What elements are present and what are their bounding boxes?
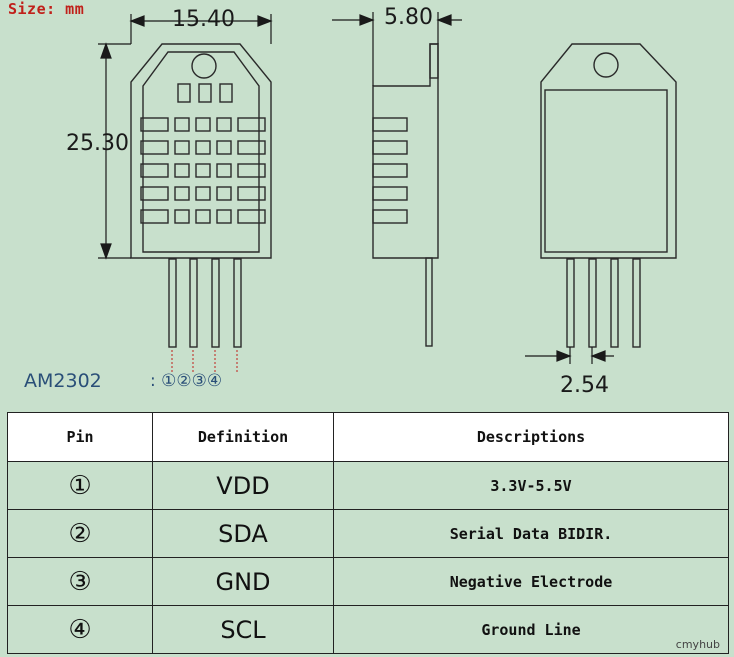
pitch-dimension: 2.54 xyxy=(560,373,609,398)
vent-slot xyxy=(216,209,232,224)
side-view xyxy=(372,43,439,347)
size-unit-label: Size: mm xyxy=(8,0,85,18)
depth-dimension: 5.80 xyxy=(384,5,433,30)
vent-slot xyxy=(195,209,211,224)
pin-description: 3.3V-5.5V xyxy=(333,461,729,510)
table-header-row: Pin Definition Descriptions xyxy=(7,412,729,462)
side-vent-slot xyxy=(372,186,408,201)
table-row: ④ SCL Ground Line xyxy=(7,605,729,654)
table-row: ① VDD 3.3V-5.5V xyxy=(7,461,729,510)
mechanical-drawing xyxy=(98,12,677,372)
vent-slot xyxy=(140,163,169,178)
side-vent-slot xyxy=(372,117,408,132)
vent-slot xyxy=(216,186,232,201)
table-row: ③ GND Negative Electrode xyxy=(7,557,729,606)
pin-description: Serial Data BIDIR. xyxy=(333,509,729,558)
vent-slot xyxy=(237,117,266,132)
vent-slot xyxy=(216,163,232,178)
width-dimension: 15.40 xyxy=(172,7,235,32)
vent-slot xyxy=(174,186,190,201)
vent-slot xyxy=(195,140,211,155)
back-view xyxy=(540,43,677,348)
vent-slot xyxy=(140,140,169,155)
vent-slot xyxy=(174,163,190,178)
side-vent-slot xyxy=(372,209,408,224)
front-view xyxy=(130,43,272,348)
pin-definition: GND xyxy=(152,557,334,606)
pin-table: Pin Definition Descriptions ① VDD 3.3V-5… xyxy=(7,412,729,654)
height-dimension: 25.30 xyxy=(66,131,129,156)
pin-number: ③ xyxy=(7,557,153,606)
side-vent-slot xyxy=(372,140,408,155)
header-descriptions: Descriptions xyxy=(333,412,729,462)
pin-number: ① xyxy=(7,461,153,510)
vent-slot xyxy=(195,186,211,201)
vent-slot xyxy=(237,209,266,224)
pin-markers xyxy=(171,350,238,372)
vent-slot xyxy=(237,186,266,201)
pin-number: ② xyxy=(7,509,153,558)
pin-sequence: : ①②③④ xyxy=(150,371,223,391)
header-definition: Definition xyxy=(152,412,334,462)
pin-definition: SDA xyxy=(152,509,334,558)
vent-slot xyxy=(216,117,232,132)
header-pin: Pin xyxy=(7,412,153,462)
table-row: ② SDA Serial Data BIDIR. xyxy=(7,509,729,558)
vent-slot xyxy=(195,117,211,132)
vent-slot xyxy=(237,140,266,155)
vent-slot xyxy=(174,140,190,155)
pin-definition: SCL xyxy=(152,605,334,654)
vent-slot xyxy=(140,209,169,224)
vent-slot xyxy=(195,163,211,178)
vent-slot xyxy=(174,117,190,132)
vent-slot xyxy=(216,140,232,155)
vent-slot xyxy=(237,163,266,178)
side-vent-slot xyxy=(372,163,408,178)
pin-number: ④ xyxy=(7,605,153,654)
vent-slot xyxy=(174,209,190,224)
pin-definition: VDD xyxy=(152,461,334,510)
watermark: cmyhub xyxy=(675,638,720,651)
vent-slot xyxy=(140,186,169,201)
pin-description: Negative Electrode xyxy=(333,557,729,606)
pin-description: Ground Line xyxy=(333,605,729,654)
vent-slot xyxy=(140,117,169,132)
dimension-lines xyxy=(98,12,614,364)
model-name: AM2302 xyxy=(24,370,102,392)
